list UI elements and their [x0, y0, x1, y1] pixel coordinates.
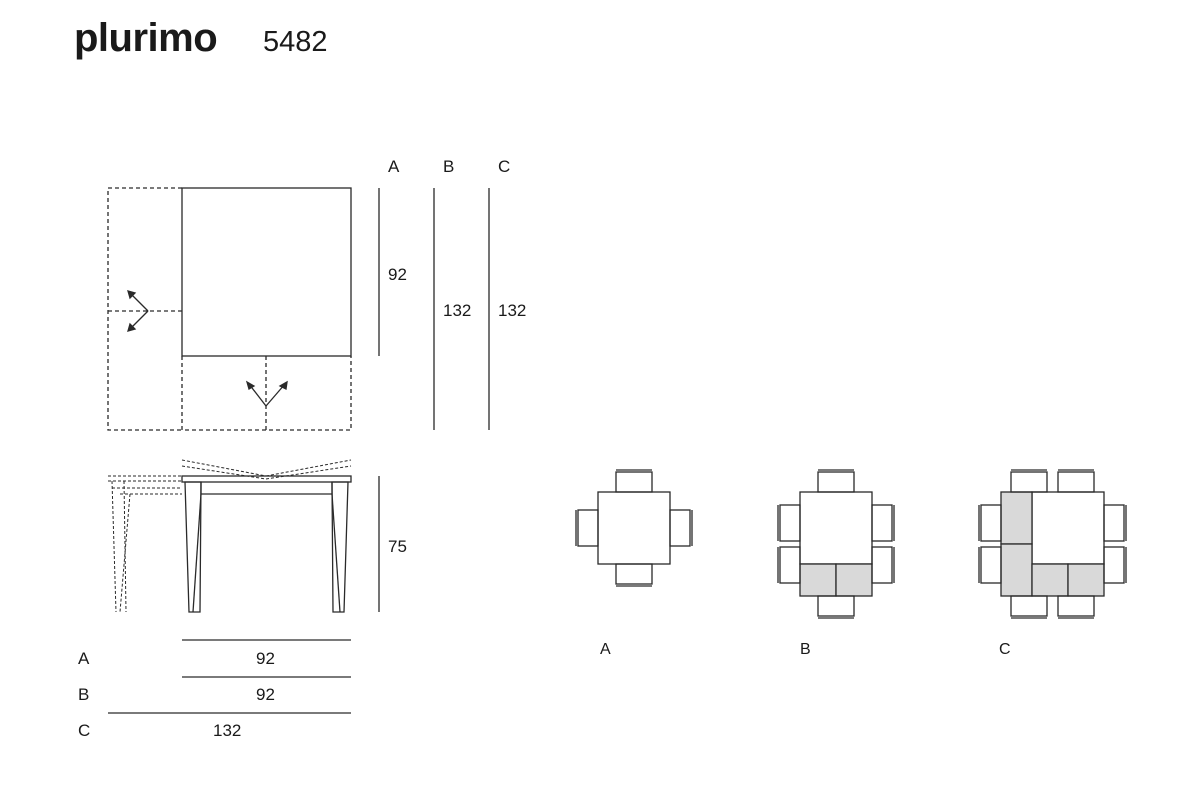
layout-c-chair-right-2 [1103, 546, 1127, 584]
width-row-value-c: 132 [213, 721, 242, 740]
extension-outline-bottom [181, 356, 352, 431]
depth-value-b: 132 [443, 301, 472, 320]
layout-b-chair-right-1 [871, 504, 895, 542]
layout-a-chair-right [669, 509, 693, 547]
model-name: plurimo [74, 16, 218, 60]
width-row-value-a: 92 [256, 649, 275, 668]
top-view [107, 187, 490, 431]
width-row-value-b: 92 [256, 685, 275, 704]
seating-layout-b [777, 469, 895, 619]
column-label-b: B [443, 157, 455, 176]
table-top-outline [181, 187, 352, 357]
layout-c-chair-bottom-1 [1010, 595, 1048, 619]
column-label-a: A [388, 157, 400, 176]
width-row-label-a: A [78, 649, 90, 668]
layout-b-extension-1 [799, 563, 837, 597]
side-leg-right [331, 481, 349, 613]
layout-c-chair-right-1 [1103, 504, 1127, 542]
layout-c-chair-left-1 [978, 504, 1002, 542]
layout-c-chair-top-2 [1057, 469, 1095, 493]
layout-c-extension-3 [1031, 563, 1069, 597]
width-table-lines [108, 639, 351, 714]
layout-label-c: C [999, 641, 1011, 658]
layout-c-chair-top-1 [1010, 469, 1048, 493]
depth-value-c: 132 [498, 301, 527, 320]
layout-b-table [799, 491, 873, 565]
layout-c-extension-2 [1000, 543, 1033, 597]
side-leg-left [184, 481, 202, 613]
layout-b-chair-right-2 [871, 546, 895, 584]
layout-c-table [1031, 491, 1105, 565]
layout-a-chair-left [575, 509, 599, 547]
layout-a-chair-bottom [615, 563, 653, 587]
fold-arrow-bottom [245, 380, 288, 407]
column-label-c: C [498, 157, 511, 176]
side-view [108, 459, 380, 613]
layout-c-chair-left-2 [978, 546, 1002, 584]
side-extension-dashed [108, 459, 352, 613]
width-row-label-b: B [78, 685, 90, 704]
layout-a-chair-top [615, 469, 653, 493]
seating-layout-c [978, 469, 1127, 619]
width-row-label-c: C [78, 721, 91, 740]
model-code: 5482 [263, 26, 328, 58]
layout-c-extension-4 [1067, 563, 1105, 597]
layout-b-extension-2 [835, 563, 873, 597]
layout-label-a: A [600, 641, 611, 658]
depth-value-a: 92 [388, 265, 407, 284]
layout-b-chair-left-2 [777, 546, 801, 584]
fold-arrow-left [127, 290, 149, 332]
height-value: 75 [388, 537, 407, 556]
layout-b-chair-top [817, 469, 855, 493]
layout-b-chair-left-1 [777, 504, 801, 542]
layout-c-extension-1 [1000, 491, 1033, 545]
seating-layout-a [575, 469, 693, 587]
layout-b-chair-bottom [817, 595, 855, 619]
layout-label-b: B [800, 641, 811, 658]
layout-a-table [597, 491, 671, 565]
layout-c-chair-bottom-2 [1057, 595, 1095, 619]
extension-outline-left [107, 187, 182, 431]
